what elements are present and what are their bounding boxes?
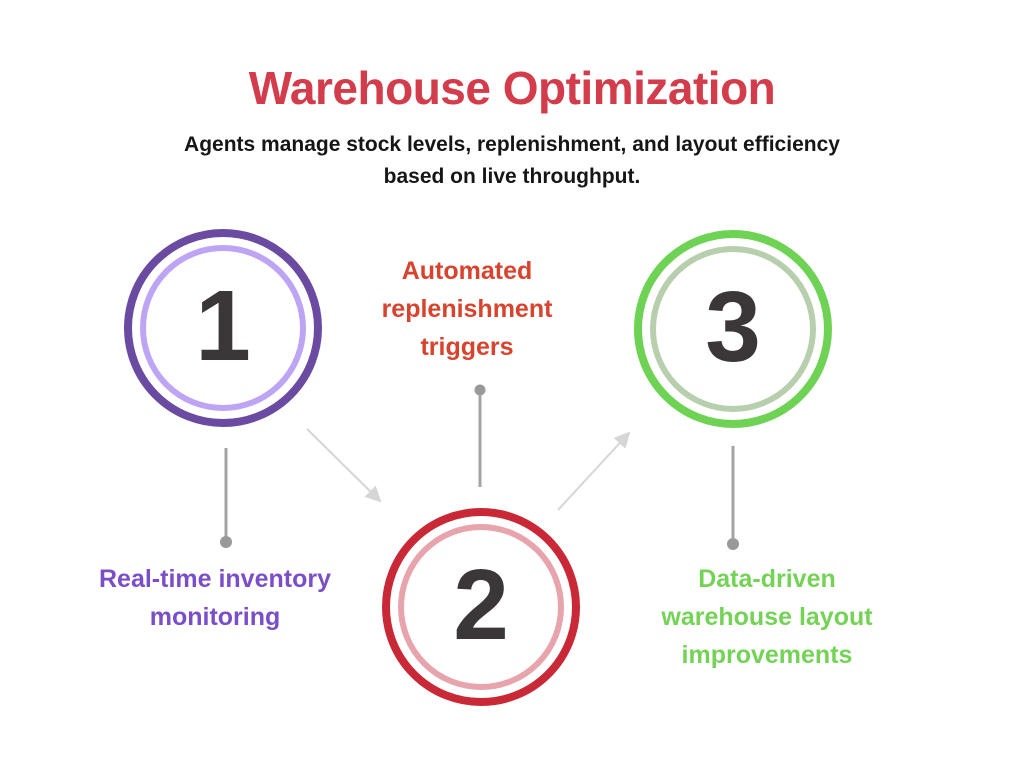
connector-dot-step1	[220, 536, 232, 548]
step-circle-3-inner-ring	[650, 246, 816, 412]
step-label-3: Data-driven warehouse layout improvement…	[661, 565, 873, 669]
step-circle-1: 1	[124, 229, 322, 427]
connector-dot-step3	[727, 538, 739, 550]
arrow-step1-to-step2	[306, 428, 382, 503]
connector-dot-step2	[474, 384, 486, 396]
step-circle-3: 3	[634, 230, 832, 428]
arrow-step2-to-step3	[557, 431, 631, 511]
page-subtitle: Agents manage stock levels, replenishmen…	[184, 133, 840, 188]
step-circle-2-inner-ring	[398, 524, 564, 690]
step-label-1: Real-time inventory monitoring	[98, 565, 331, 631]
step-number-3: 3	[705, 271, 761, 383]
step-number-2: 2	[453, 549, 509, 661]
page-title: Warehouse Optimization	[248, 61, 776, 114]
step-label-2: Automated replenishment triggers	[381, 257, 553, 361]
step-circle-2: 2	[382, 508, 580, 706]
step-circle-1-inner-ring	[140, 245, 306, 411]
step-number-1: 1	[195, 270, 251, 382]
